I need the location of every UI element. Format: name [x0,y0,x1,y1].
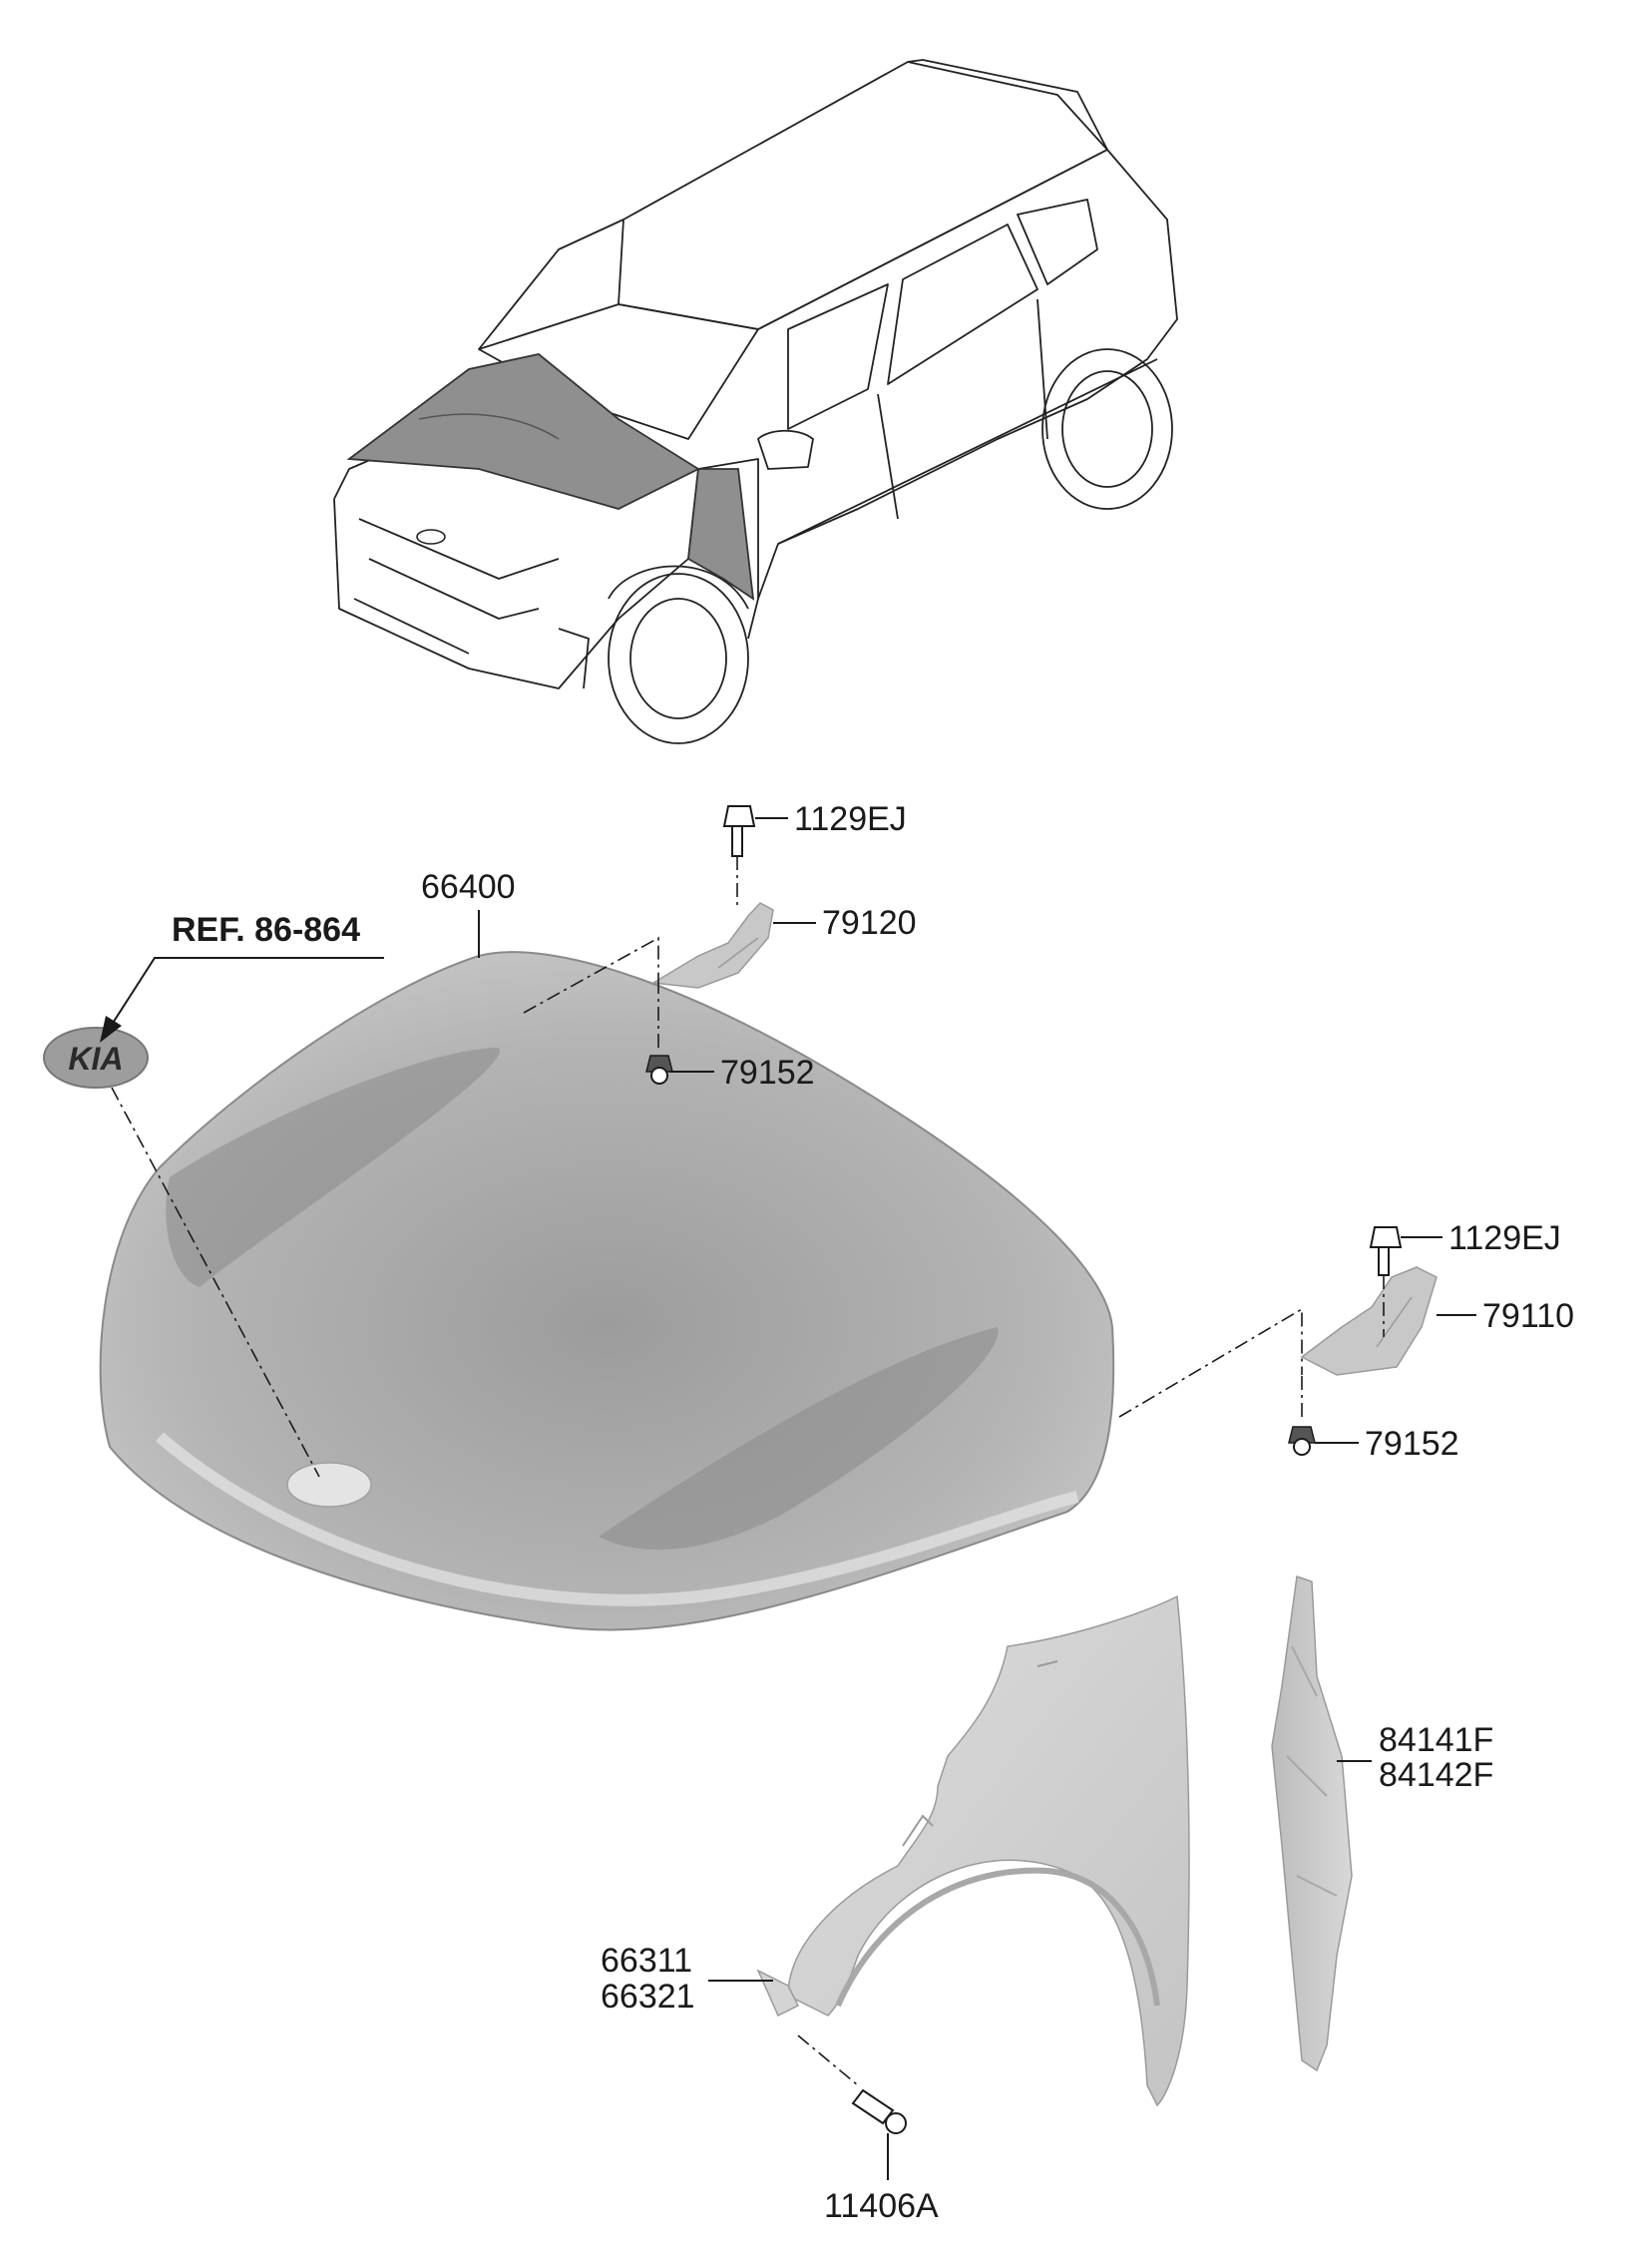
label-fender-lh: 66311 [601,1942,692,1980]
label-fender-insulator-rh: 84142F [1379,1756,1493,1794]
label-bolt-upper-left: 1129EJ [794,800,907,838]
label-hinge-left: 79120 [822,904,917,942]
label-nut-left: 79152 [720,1054,815,1092]
vehicle-overview [333,59,1178,744]
hinge-right-group: 1129EJ 79110 79152 [1118,1219,1574,1463]
hinge-left-group: 1129EJ 79120 79152 [523,800,917,1092]
label-bolt-upper-right: 1129EJ [1448,1219,1561,1257]
reference-callout: REF. 86-864 [100,911,384,1043]
label-hinge-right: 79110 [1482,1297,1574,1335]
hood-panel [99,951,1115,1631]
kia-emblem: KIA [43,1027,149,1089]
label-fender-rh: 66321 [601,1978,695,2016]
label-fender-insulator-lh: 84141F [1379,1721,1493,1759]
emblem-leader [111,1087,320,1478]
emblem-text: KIA [68,1041,123,1077]
reference-label: REF. 86-864 [172,911,360,949]
fender-insulator: 84141F 84142F [1271,1576,1493,2072]
label-hood: 66400 [421,868,516,906]
label-fender-bolt: 11406A [824,2187,939,2225]
label-nut-right: 79152 [1365,1425,1459,1463]
front-fender: 66311 66321 11406A [601,1594,1190,2225]
